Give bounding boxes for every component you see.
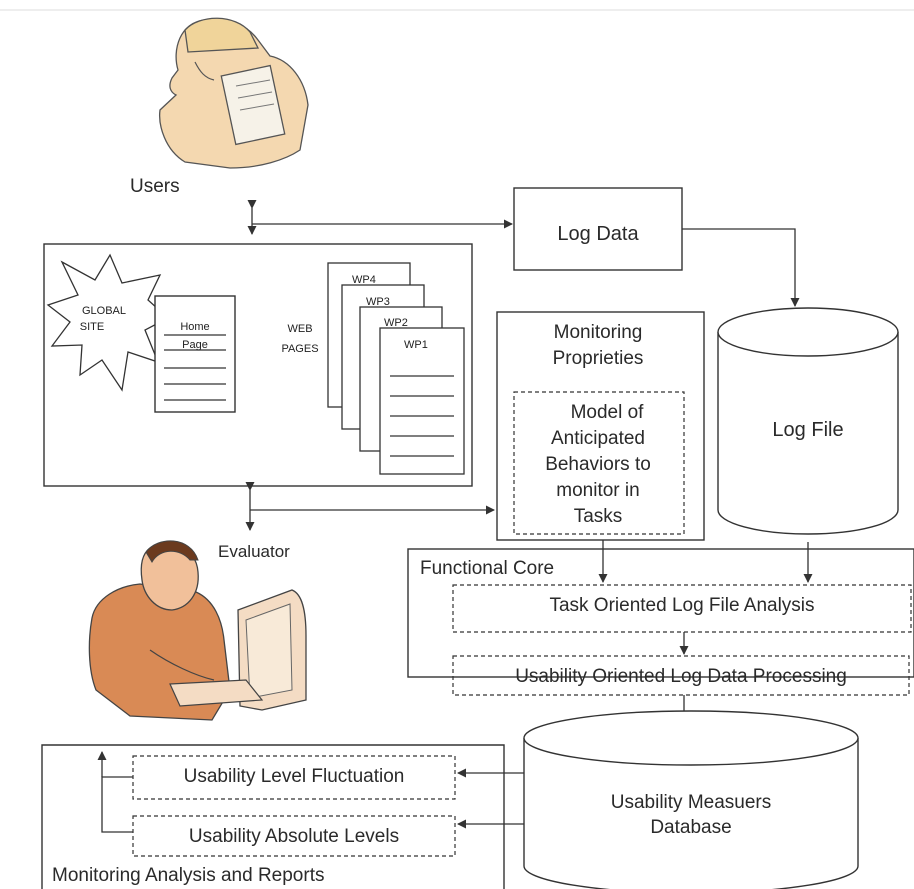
model-line3: Behaviors to (545, 454, 651, 475)
wp4-label: WP4 (352, 274, 376, 286)
evaluator-illustration (88, 540, 307, 721)
web-pages-line1: WEB (287, 323, 312, 335)
home-page-line2: Page (182, 339, 208, 351)
usability-processing-label: Usability Oriented Log Data Processing (515, 666, 847, 687)
db-line1: Usability Measuers (611, 792, 772, 813)
task-analysis-label: Task Oriented Log File Analysis (549, 595, 814, 616)
wp1-label: WP1 (404, 339, 428, 351)
reports-box (41, 744, 505, 889)
web-pages-line2: PAGES (281, 343, 318, 355)
wp2-label: WP2 (384, 317, 408, 329)
functional-core-label: Functional Core (420, 558, 554, 579)
model-line4: monitor in (556, 480, 639, 501)
global-site-burst (46, 253, 170, 392)
users-label: Users (130, 176, 180, 197)
user-illustration (159, 17, 309, 169)
evaluator-label: Evaluator (218, 542, 290, 561)
web-page-stack (327, 262, 465, 475)
monitoring-proprieties-line1: Monitoring (554, 322, 643, 343)
model-line5: Tasks (574, 506, 623, 527)
model-box (513, 391, 685, 535)
usability-processing-box (452, 655, 910, 696)
usability-db-cylinder (523, 710, 859, 889)
arrow-to-log-file (682, 228, 800, 307)
model-line1: Model of (571, 402, 645, 423)
db-line2: Database (650, 817, 731, 838)
wp3-label: WP3 (366, 296, 390, 308)
fluctuation-label: Usability Level Fluctuation (184, 766, 405, 787)
absolute-label: Usability Absolute Levels (189, 826, 399, 847)
model-line2: Anticipated (551, 428, 645, 449)
monitoring-proprieties-line2: Proprieties (553, 348, 644, 369)
global-site-line2: SITE (80, 321, 104, 333)
log-file-cylinder (717, 307, 899, 535)
monitoring-proprieties-box (496, 311, 705, 541)
absolute-box (132, 815, 456, 857)
home-page-doc (154, 295, 236, 413)
home-page-line1: Home (180, 321, 209, 333)
log-file-label: Log File (772, 419, 843, 441)
reports-feedback-bracket (101, 776, 133, 833)
global-site-line1: GLOBAL (82, 305, 126, 317)
reports-label: Monitoring Analysis and Reports (52, 865, 324, 886)
log-data-label: Log Data (557, 223, 639, 245)
functional-core-box (407, 548, 914, 678)
